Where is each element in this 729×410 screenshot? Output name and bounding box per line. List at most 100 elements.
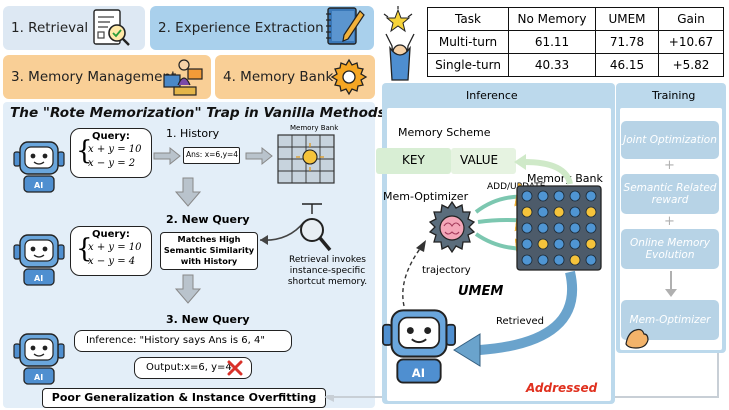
memory-dot <box>569 222 581 234</box>
memory-dot <box>585 222 597 234</box>
memory-bank-grid-icon <box>516 185 602 271</box>
table-cell: 71.78 <box>595 30 659 54</box>
match-text: Matches High Semantic Similarity with Hi… <box>163 234 255 266</box>
retrieval-note: Retrieval invokes instance-specific shor… <box>287 255 368 287</box>
output-bubble <box>134 357 252 379</box>
plus-icon: + <box>664 158 675 173</box>
memory-dot <box>537 222 549 234</box>
table-cell: +5.82 <box>658 53 724 77</box>
memory-dot <box>585 206 597 218</box>
conclusion-text: Poor Generalization & Instance Overfitti… <box>51 391 317 404</box>
step-memory-management-label: 3. Memory Management <box>11 69 177 85</box>
ai-label: AI <box>34 373 43 382</box>
inference-text: Inference: "History says Ans is 6, 4" <box>86 335 265 346</box>
celebrating-person-icon <box>383 6 415 90</box>
table-row: Single-turn 40.33 46.15 +5.82 <box>427 53 724 77</box>
step-experience-extraction-label: 2. Experience Extraction <box>158 20 324 36</box>
training-item: Online Memory Evolution <box>621 229 719 269</box>
training-item: Joint Optimization <box>621 121 719 159</box>
memory-bank-grid-icon <box>277 134 335 184</box>
memory-dot <box>569 190 581 202</box>
brace-icon: { <box>76 234 93 264</box>
table-header-cell: Task <box>427 7 509 31</box>
muscle-icon <box>625 328 649 349</box>
team-organize-icon <box>163 59 203 96</box>
memory-dot <box>537 254 549 266</box>
trap-title: The "Rote Memorization" Trap in Vanilla … <box>10 105 391 121</box>
memory-dot <box>553 190 565 202</box>
table-cell: Single-turn <box>427 53 509 77</box>
ai-label: AI <box>34 181 43 190</box>
query-bubble-1 <box>70 128 152 178</box>
gear-icon <box>330 58 368 96</box>
table-cell: Multi-turn <box>427 30 509 54</box>
value-label: VALUE <box>460 153 499 167</box>
memory-dot <box>521 206 533 218</box>
ai-robot-icon: AI <box>382 309 456 384</box>
table-header-cell: No Memory <box>508 7 596 31</box>
memory-dot <box>521 254 533 266</box>
down-arrow-icon <box>174 274 202 304</box>
table-header-row: Task No Memory UMEM Gain <box>427 7 724 31</box>
equation-line: x − y = 4 <box>88 256 136 267</box>
query-label: Query: <box>92 131 130 142</box>
memory-dot <box>521 222 533 234</box>
ai-robot-icon: AI <box>13 333 65 385</box>
memory-dot <box>569 254 581 266</box>
equation-line: x − y = 2 <box>88 158 136 169</box>
results-table: Task No Memory UMEM Gain Multi-turn 61.1… <box>427 7 724 77</box>
memory-dot <box>569 206 581 218</box>
table-cell: 61.11 <box>508 30 596 54</box>
training-item: Semantic Related reward <box>621 174 719 214</box>
memory-dot <box>521 238 533 250</box>
ai-label: AI <box>34 274 43 283</box>
trajectory-label: trajectory <box>422 265 471 276</box>
step-retrieval-label: 1. Retrieval <box>11 20 89 36</box>
conclusion-bar <box>42 388 326 408</box>
notebook-pen-icon <box>326 7 365 45</box>
down-arrow-icon <box>174 177 202 207</box>
history-label: 1. History <box>166 127 220 140</box>
memory-dot <box>585 190 597 202</box>
table-cell: +10.67 <box>658 30 724 54</box>
equation-line: x + y = 10 <box>88 144 142 155</box>
inference-header: Inference <box>466 89 518 102</box>
memory-dot <box>521 190 533 202</box>
memory-bank-caption: Memory Bank <box>290 124 339 132</box>
brain-gear-icon <box>428 200 476 254</box>
addressed-label: Addressed <box>526 381 598 395</box>
ai-label: AI <box>412 366 425 380</box>
scheme-feedback-arrow <box>514 154 573 185</box>
memory-dot <box>585 238 597 250</box>
retrieved-arrow <box>453 270 578 367</box>
memory-dot <box>553 254 565 266</box>
memory-dot <box>585 254 597 266</box>
document-search-icon <box>93 9 130 46</box>
trajectory-arrow <box>402 240 426 307</box>
memory-dot <box>537 238 549 250</box>
right-arrow-icon <box>153 146 181 166</box>
new-query-label: 2. New Query <box>166 213 250 226</box>
umem-label: UMEM <box>458 284 504 299</box>
table-header-cell: UMEM <box>595 7 659 31</box>
memory-dot <box>553 222 565 234</box>
memory-dot <box>569 238 581 250</box>
right-arrow-icon <box>245 146 273 166</box>
down-arrow-icon <box>665 271 677 297</box>
answer-text: Ans: x=6,y=4 <box>186 150 239 159</box>
plus-icon: + <box>664 214 675 229</box>
memory-dot <box>537 190 549 202</box>
brace-icon: { <box>76 136 93 166</box>
step-memory-bank-label: 4. Memory Bank <box>223 69 334 85</box>
table-cell: 46.15 <box>595 53 659 77</box>
red-cross-icon <box>227 360 243 376</box>
query-bubble-2 <box>70 226 152 276</box>
table-cell: 40.33 <box>508 53 596 77</box>
magnifier-icon <box>259 203 332 252</box>
table-row: Multi-turn 61.11 71.78 +10.67 <box>427 30 724 54</box>
memory-dot <box>537 206 549 218</box>
mem-optimizer-label: Mem-Optimizer <box>383 190 469 203</box>
memory-scheme-label: Memory Scheme <box>398 126 491 139</box>
retrieved-label: Retrieved <box>496 316 545 327</box>
output-text: Output:x=6, y=4 <box>146 362 232 373</box>
